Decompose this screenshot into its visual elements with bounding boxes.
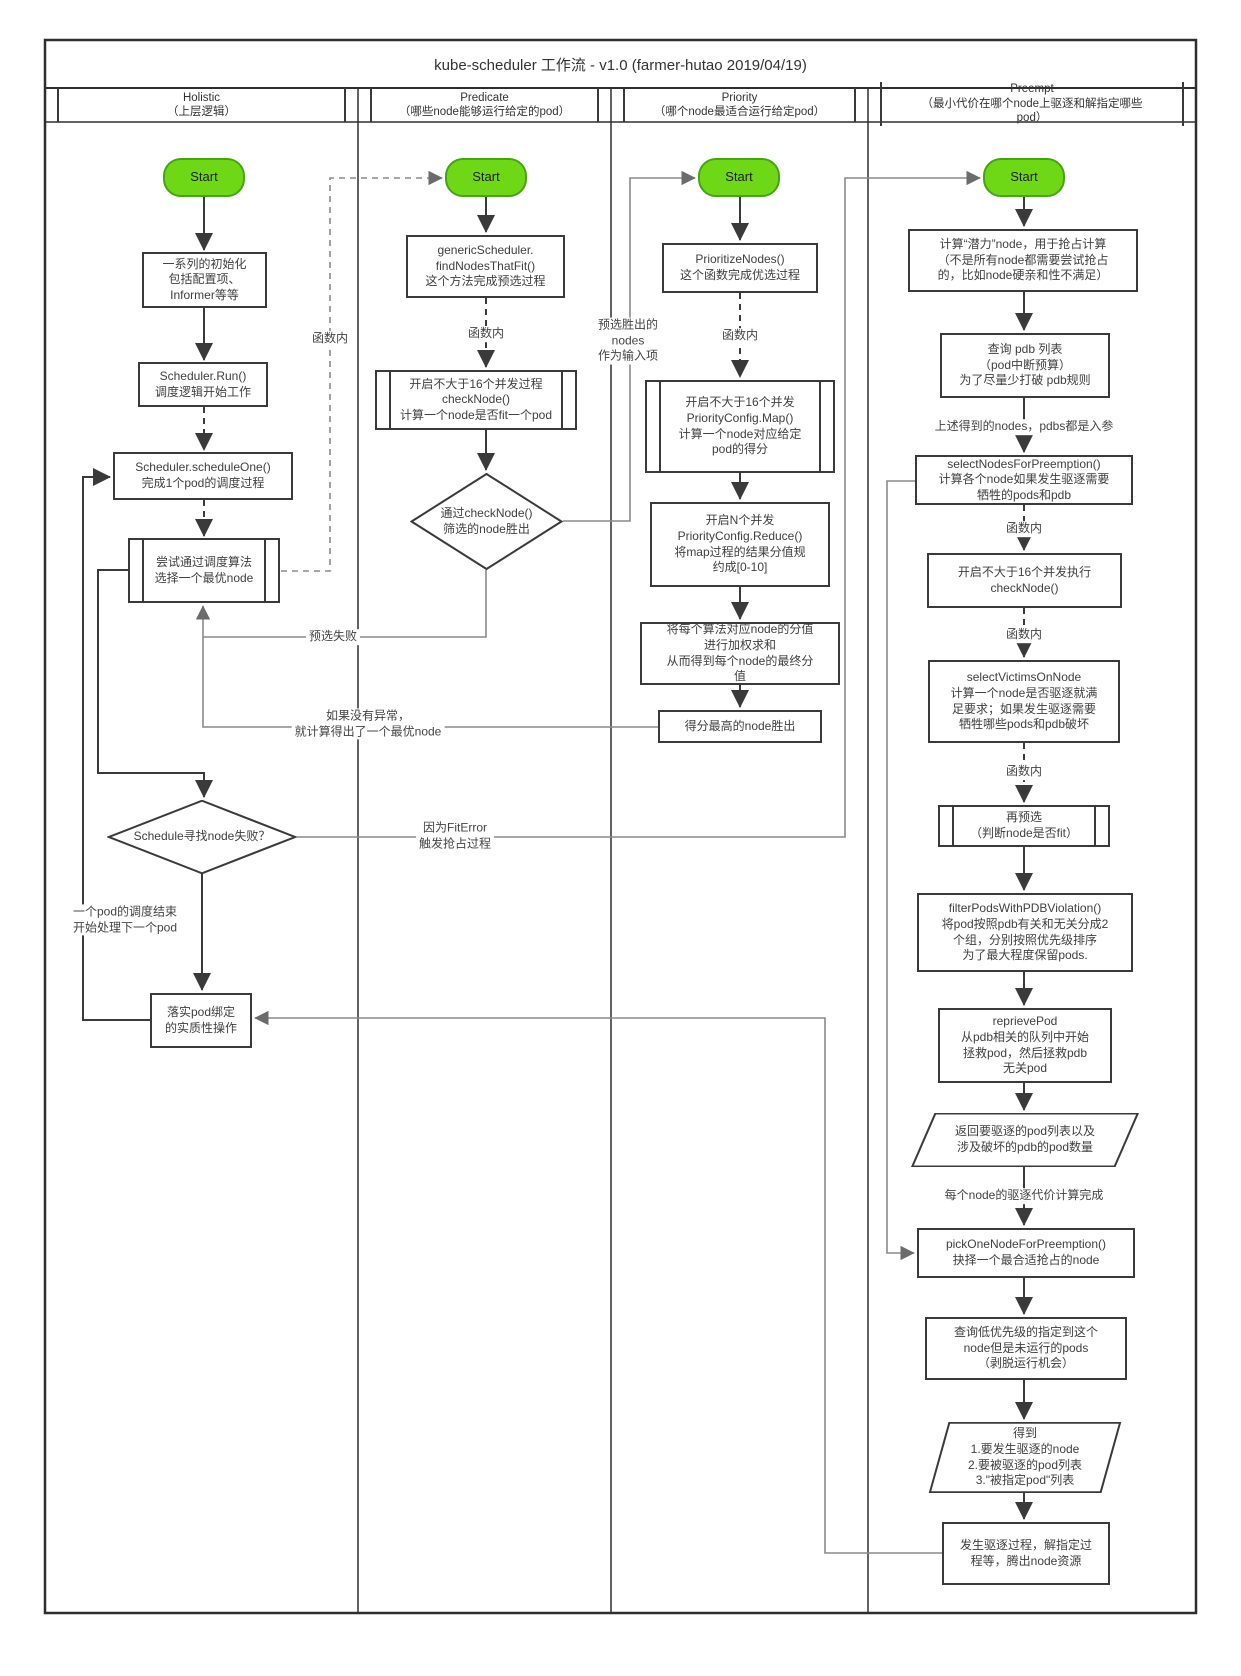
node-init: 一系列的初始化 包括配置项、 Informer等等 <box>142 252 267 308</box>
node-query-low-priority-pods: 查询低优先级的指定到这个 node但是未运行的pods （剥脱运行机会） <box>925 1317 1127 1380</box>
label-fn-inner-4: 函数内 <box>1002 521 1046 537</box>
lane-name: Priority <box>721 91 758 104</box>
lane-header-predicate: Predicate （哪些node能够运行给定的pod） <box>358 88 611 122</box>
node-priority-reduce: 开启N个并发 PriorityConfig.Reduce() 将map过程的结果… <box>650 502 830 587</box>
label-fn-inner-1: 函数内 <box>308 331 352 347</box>
label-fn-inner-3: 函数内 <box>718 328 762 344</box>
lane-header-priority: Priority （哪个node最适合运行给定pod） <box>611 88 868 122</box>
node-find-nodes-that-fit: genericScheduler. findNodesThatFit() 这个方… <box>406 235 565 298</box>
node-scheduler-run: Scheduler.Run() 调度逻辑开始工作 <box>138 362 268 407</box>
label-pod-done: 一个pod的调度结束 开始处理下一个pod <box>69 904 181 936</box>
node-preempt-start: Start <box>983 158 1065 197</box>
node-pick-one-node: pickOneNodeForPreemption() 抉择一个最合适抢占的nod… <box>917 1228 1135 1278</box>
node-priority-map: 开启不大于16个并发 PriorityConfig.Map() 计算一个node… <box>645 380 835 473</box>
label-fn-inner-5: 函数内 <box>1002 627 1046 643</box>
parallelogram-shape <box>928 1422 1122 1493</box>
node-return-evict-list: 返回要驱逐的pod列表以及 涉及破坏的pdb的pod数量 <box>910 1113 1140 1167</box>
node-check-node-decision: 通过checkNode() 筛选的node胜出 <box>410 473 563 570</box>
lane-subtitle: （哪个node最适合运行给定pod） <box>653 106 826 118</box>
lane-name: Predicate <box>460 91 509 104</box>
node-select-victims-on-node: selectVictimsOnNode 计算一个node是否驱逐就满 足要求；如… <box>928 660 1120 743</box>
label-nodes-pdbs-input: 上述得到的nodes，pdbs都是入参 <box>931 419 1117 435</box>
lane-name: Holistic <box>182 91 221 104</box>
label-predicate-winners: 预选胜出的 nodes 作为输入项 <box>594 317 662 365</box>
node-check-node-concurrent: 开启不大于16个并发过程 checkNode() 计算一个node是否fit一个… <box>375 370 577 430</box>
node-priority-start: Start <box>698 158 780 197</box>
node-predicate-start: Start <box>445 158 527 197</box>
lane-subtitle: （上层逻辑） <box>167 106 236 118</box>
lane-name: Preempt <box>1010 83 1054 96</box>
node-holistic-start: Start <box>163 158 245 197</box>
diamond-shape <box>410 473 563 570</box>
node-text: 得到 1.要发生驱逐的node 2.要被驱逐的pod列表 3."被指定pod"列… <box>967 1426 1083 1488</box>
node-preempt-check-node: 开启不大于16个并发执行 checkNode() <box>927 553 1122 608</box>
node-reprieve-pod: reprievePod 从pdb相关的队列中开始 拯救pod，然后拯救pdb 无… <box>938 1008 1112 1083</box>
label-cost-done: 每个node的驱逐代价计算完成 <box>941 1188 1107 1204</box>
label-fit-error: 因为FitError 触发抢占过程 <box>415 820 495 852</box>
lane-header-holistic: Holistic （上层逻辑） <box>45 88 358 122</box>
node-top-score-wins: 得分最高的node胜出 <box>658 710 822 743</box>
label-fn-inner-2: 函数内 <box>464 326 508 342</box>
parallelogram-shape <box>910 1113 1140 1167</box>
node-query-pdb: 查询 pdb 列表 （pod中断预算） 为了尽量少打破 pdb规则 <box>940 333 1110 398</box>
node-schedule-failed-decision: Schedule寻找node失败？ <box>107 800 297 874</box>
node-text: 返回要驱逐的pod列表以及 涉及破坏的pdb的pod数量 <box>954 1124 1096 1154</box>
node-try-schedule-algorithm: 尝试通过调度算法 选择一个最优node <box>128 538 280 603</box>
node-weighted-sum: 将每个算法对应node的分值 进行加权求和 从而得到每个node的最终分 值 <box>640 622 840 685</box>
node-select-nodes-for-preemption: selectNodesForPreemption() 计算各个node如果发生驱… <box>915 455 1133 505</box>
node-bind-pod: 落实pod绑定 的实质性操作 <box>150 993 252 1048</box>
node-schedule-one: Scheduler.scheduleOne() 完成1个pod的调度过程 <box>113 452 293 500</box>
lane-header-preempt: Preempt （最小代价在哪个node上驱逐和解指定哪些 pod） <box>868 82 1196 126</box>
node-text: 通过checkNode() 筛选的node胜出 <box>440 505 533 536</box>
node-filter-pods-pdb-violation: filterPodsWithPDBViolation() 将pod按照pdb有关… <box>917 893 1133 972</box>
lane-subtitle: （哪些node能够运行给定的pod） <box>398 106 571 118</box>
diamond-shape <box>107 800 297 874</box>
node-potential-nodes: 计算“潜力”node，用于抢占计算 （不是所有node都需要尝试抢占 的，比如n… <box>908 229 1138 292</box>
label-fn-inner-6: 函数内 <box>1002 764 1046 780</box>
diagram-title: kube-scheduler 工作流 - v1.0 (farmer-hutao … <box>434 56 807 74</box>
label-no-error: 如果没有异常， 就计算得出了一个最优node <box>291 708 445 740</box>
node-preempt-result: 得到 1.要发生驱逐的node 2.要被驱逐的pod列表 3."被指定pod"列… <box>928 1422 1122 1493</box>
node-text: Schedule寻找node失败？ <box>133 829 271 844</box>
node-evict-process: 发生驱逐过程，解指定过 程等，腾出node资源 <box>942 1522 1110 1585</box>
node-prioritize-nodes: PrioritizeNodes() 这个函数完成优选过程 <box>662 243 818 293</box>
node-re-predicate: 再预选 （判断node是否fit） <box>938 805 1110 847</box>
label-predicate-failed: 预选失败 <box>305 629 361 645</box>
lane-subtitle: （最小代价在哪个node上驱逐和解指定哪些 pod） <box>921 97 1143 125</box>
